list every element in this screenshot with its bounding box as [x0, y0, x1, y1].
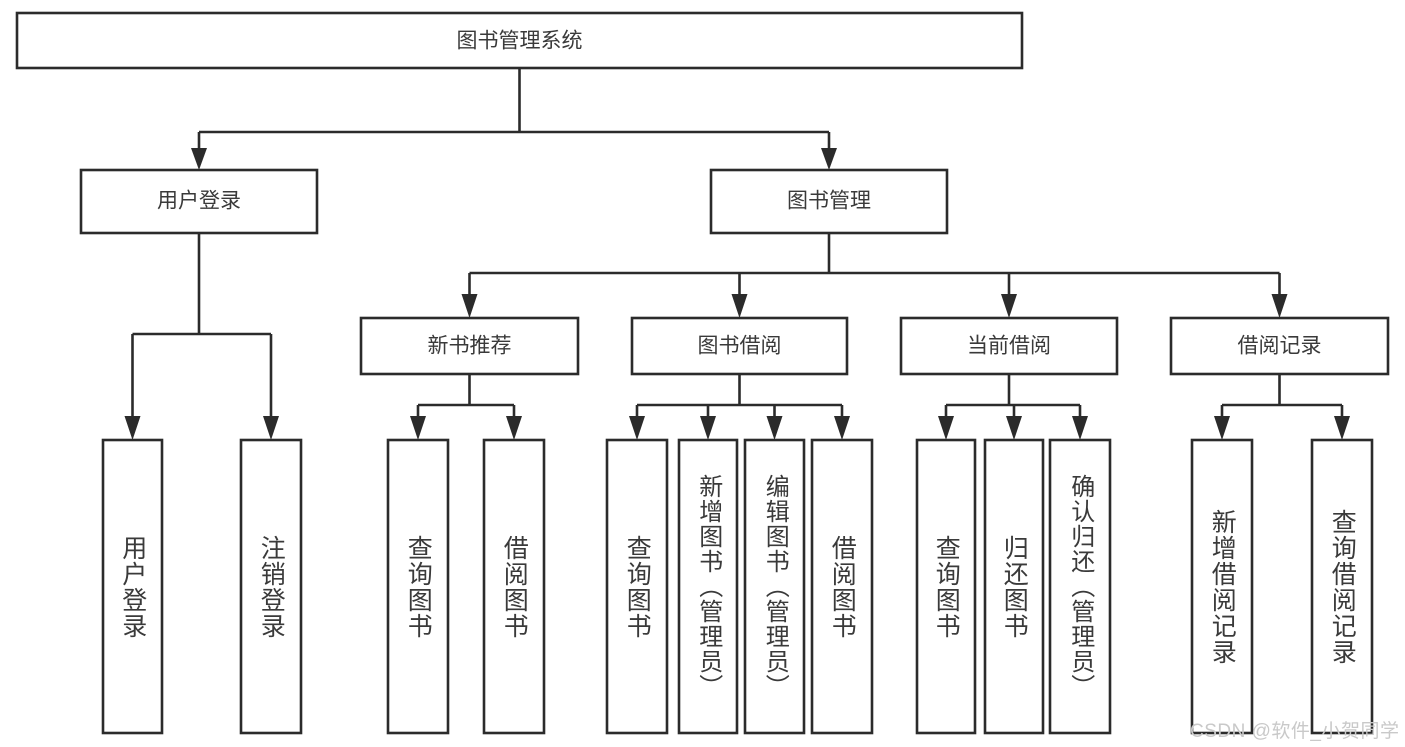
leaf-box-confirm-return-admin[interactable]: [1048, 438, 1112, 735]
leaf-box-user-login[interactable]: [101, 438, 164, 735]
arrow-head-current-borrow: [1001, 294, 1017, 318]
node-book-borrow-label: 图书借阅: [698, 335, 782, 358]
node-user-login-label: 用户登录: [157, 190, 241, 213]
node-book-borrow[interactable]: 图书借阅: [630, 316, 849, 376]
leaf-box-borrow-book-recommend[interactable]: [482, 438, 546, 735]
arrow-head-leaf-logout-login: [263, 416, 279, 440]
arrow-head-leaf-query-book-recommend: [410, 416, 426, 440]
arrow-head-leaf-edit-book-admin: [766, 416, 783, 440]
arrow-head-leaf-query-book-current: [938, 416, 954, 440]
node-user-login[interactable]: 用户登录: [79, 168, 319, 235]
leaf-box-return-book[interactable]: [983, 438, 1045, 735]
leaf-box-query-borrow-record[interactable]: [1310, 438, 1374, 735]
node-borrow-record[interactable]: 借阅记录: [1169, 316, 1390, 376]
node-current-borrow-box[interactable]: [899, 316, 1119, 376]
leaf-boxes-group: [101, 438, 1374, 735]
leaf-box-query-book-recommend[interactable]: [386, 438, 450, 735]
arrow-head-book-management: [821, 148, 837, 170]
leaf-box-add-book-admin[interactable]: [677, 438, 739, 735]
node-book-management-label: 图书管理: [787, 190, 871, 213]
leaf-box-logout-login[interactable]: [239, 438, 303, 735]
leaf-box-query-book-borrow[interactable]: [605, 438, 669, 735]
node-new-book-recommend-box[interactable]: [359, 316, 580, 376]
arrow-head-user-login: [191, 148, 207, 170]
connectors-group: [124, 68, 1350, 440]
leaf-box-borrow-book[interactable]: [810, 438, 874, 735]
leaf-box-query-book-current[interactable]: [915, 438, 977, 735]
node-book-management[interactable]: 图书管理: [709, 168, 949, 235]
arrow-head-leaf-borrow-book: [834, 416, 850, 440]
arrow-head-leaf-user-login: [124, 416, 141, 440]
arrow-head-book-borrow: [731, 294, 748, 318]
node-root-box[interactable]: [15, 11, 1024, 70]
arrow-head-leaf-return-book: [1006, 416, 1022, 440]
node-borrow-record-label: 借阅记录: [1238, 335, 1322, 358]
node-book-management-box[interactable]: [709, 168, 949, 235]
node-user-login-box[interactable]: [79, 168, 319, 235]
node-book-borrow-box[interactable]: [630, 316, 849, 376]
node-current-borrow-label: 当前借阅: [967, 335, 1051, 358]
arrow-head-leaf-query-book-borrow: [629, 416, 645, 440]
node-borrow-record-box[interactable]: [1169, 316, 1390, 376]
arrow-head-leaf-add-book-admin: [700, 416, 716, 440]
leaf-box-add-borrow-record[interactable]: [1190, 438, 1254, 735]
csdn-watermark: CSDN @软件_小贺同学: [1190, 721, 1400, 742]
arrow-head-leaf-add-borrow-record: [1214, 416, 1230, 440]
arrow-head-new-book-recommend: [461, 294, 478, 318]
node-root[interactable]: 图书管理系统: [15, 11, 1024, 70]
node-current-borrow[interactable]: 当前借阅: [899, 316, 1119, 376]
node-new-book-recommend[interactable]: 新书推荐: [359, 316, 580, 376]
arrow-head-leaf-query-borrow-record: [1334, 416, 1350, 440]
leaf-box-edit-book-admin[interactable]: [743, 438, 806, 735]
node-root-label: 图书管理系统: [457, 30, 583, 53]
arrow-head-leaf-borrow-book-recommend: [506, 416, 522, 440]
node-new-book-recommend-label: 新书推荐: [428, 335, 512, 358]
arrow-head-leaf-confirm-return-admin: [1072, 416, 1088, 440]
arrow-head-borrow-record: [1271, 294, 1288, 318]
